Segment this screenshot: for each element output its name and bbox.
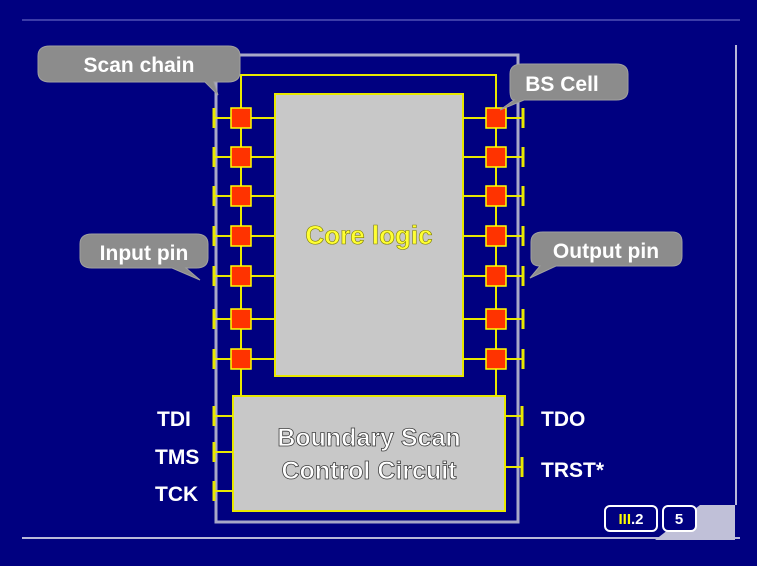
core-logic-label: Core logic: [305, 220, 432, 250]
trst-label: TRST*: [541, 459, 605, 482]
bs-cell-left: [230, 308, 252, 330]
chip-outline: [214, 53, 520, 524]
bs-cell-right: [485, 348, 507, 370]
tdi-label: TDI: [157, 408, 191, 431]
bs-cell-right: [485, 185, 507, 207]
footer-page-indicator: III.2 5: [604, 505, 735, 540]
section-number-box: [604, 505, 658, 532]
tms-label: TMS: [155, 446, 199, 469]
bs-cell-right: [485, 308, 507, 330]
tck-label: TCK: [155, 483, 198, 506]
section-number: III.2: [618, 511, 643, 528]
control-circuit-line2: Control Circuit: [282, 457, 458, 485]
callout-scan-chain: Scan chain: [37, 45, 241, 96]
callout-input-pin-bubble: [79, 233, 209, 281]
bs-cell-left: [230, 146, 252, 168]
callout-output-pin: Output pin: [529, 231, 683, 279]
bs-cell-right: [485, 107, 507, 129]
callout-output-pin-bubble: [529, 231, 683, 279]
page-number-box: [662, 505, 697, 532]
callout-bs-cell: BS Cell: [499, 63, 629, 111]
bs-cell-left: [230, 107, 252, 129]
bs-cell-right: [485, 265, 507, 287]
page-number: 5: [675, 511, 683, 528]
callout-scan-chain-text: Scan chain: [84, 54, 195, 77]
tdo-label: TDO: [541, 408, 585, 431]
bs-cell-right: [485, 146, 507, 168]
bs-cells-group: [212, 107, 525, 370]
core-logic-box: [274, 93, 464, 377]
callout-input-pin: Input pin: [79, 233, 209, 281]
control-circuit-box: [232, 395, 506, 512]
section-number-sub: .2: [631, 511, 644, 528]
callout-scan-chain-bubble: [37, 45, 241, 96]
callout-input-pin-text: Input pin: [100, 242, 189, 265]
scan-chain-top-wire: [240, 74, 497, 118]
bs-cell-left: [230, 348, 252, 370]
callout-bs-cell-bubble: [499, 63, 629, 111]
callout-bs-cell-text: BS Cell: [525, 73, 599, 96]
bs-cell-right: [485, 225, 507, 247]
bs-cell-left: [230, 265, 252, 287]
control-circuit-line1: Boundary Scan: [277, 424, 460, 452]
section-number-roman: III: [618, 511, 631, 528]
callout-output-pin-text: Output pin: [553, 240, 659, 263]
bs-cell-left: [230, 185, 252, 207]
bs-cell-left: [230, 225, 252, 247]
